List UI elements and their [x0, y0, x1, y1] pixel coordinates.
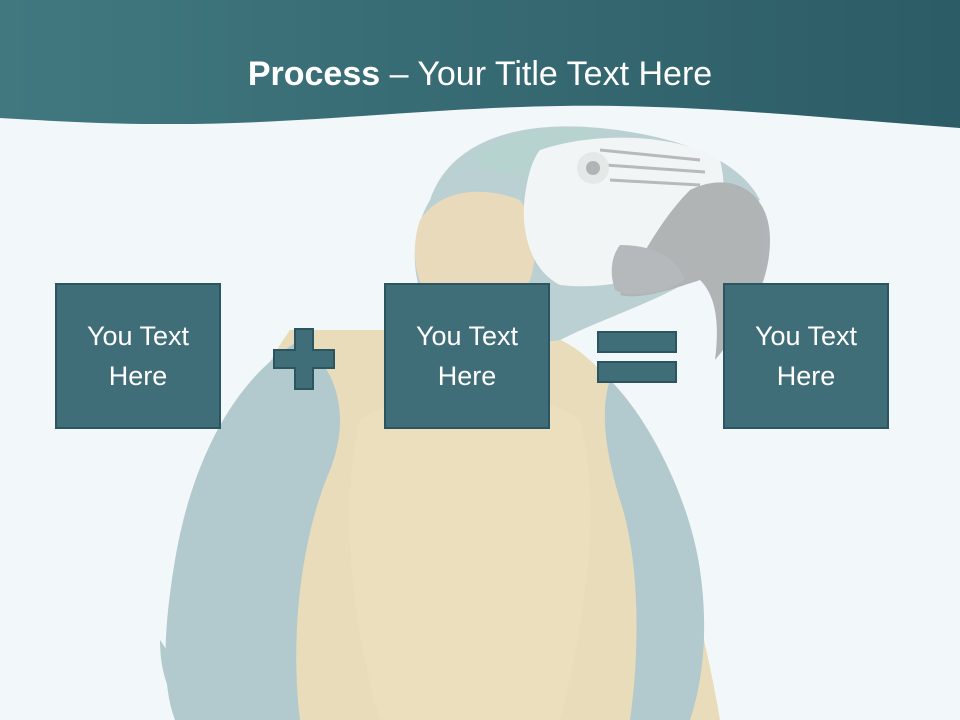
slide-title: Process – Your Title Text Here [0, 52, 960, 96]
header-band [0, 0, 960, 128]
process-box-3: You Text Here [723, 283, 889, 429]
process-box-3-text: You Text Here [754, 321, 858, 391]
process-box-2: You Text Here [384, 283, 550, 429]
plus-icon [273, 328, 335, 390]
process-box-1: You Text Here [55, 283, 221, 429]
title-rest: – Your Title Text Here [380, 55, 713, 93]
process-box-2-text: You Text Here [415, 321, 519, 391]
equals-icon [597, 331, 677, 383]
title-bold: Process [247, 55, 381, 93]
process-box-1-text: You Text Here [86, 321, 190, 391]
